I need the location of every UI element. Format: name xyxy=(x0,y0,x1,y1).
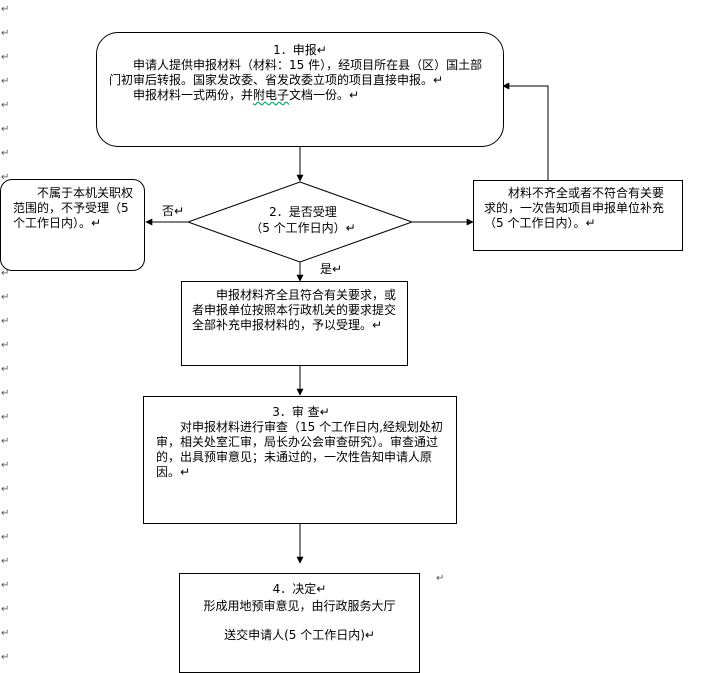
margin-mark: ↵ xyxy=(1,52,10,63)
yes-label: 是↵ xyxy=(320,262,343,276)
margin-mark: ↵ xyxy=(1,100,10,111)
step4-title: 4．决定↵ xyxy=(272,582,327,596)
margin-mark: ↵ xyxy=(1,148,10,159)
margin-mark: ↵ xyxy=(1,604,10,615)
step3-review-box: 3．审 查↵ 对申报材料进行审查（15 个工作日内,经规划处初审，相关处室汇审，… xyxy=(143,396,457,524)
stray-paragraph-mark: ↵ xyxy=(436,573,445,584)
accept-box: 申报材料齐全且符合有关要求，或者申报单位按照本行政机关的要求提交全部补充申报材料… xyxy=(181,281,408,366)
margin-mark: ↵ xyxy=(1,4,10,15)
step3-text: 对申报材料进行审查（15 个工作日内,经规划处初审，相关处室汇审，局长办公会审查… xyxy=(156,420,443,479)
no-label: 否↵ xyxy=(162,204,185,218)
step1-materials: 申报材料一式两份，并附电子文档一份。↵ xyxy=(133,88,360,102)
margin-mark: ↵ xyxy=(1,28,10,39)
margin-mark: ↵ xyxy=(1,556,10,567)
step1-description: 申请人提供申报材料（材料：15 件），经项目所在县（区）国土部门初审后转报。国家… xyxy=(109,58,483,87)
margin-mark: ↵ xyxy=(1,292,10,303)
step1-title: 1．申报↵ xyxy=(273,43,327,57)
margin-mark: ↵ xyxy=(1,124,10,135)
margin-mark: ↵ xyxy=(1,652,10,663)
step4-line1: 形成用地预审意见，由行政服务大厅 xyxy=(203,599,396,613)
step4-line2: 送交申请人(5 个工作日内)↵ xyxy=(224,628,375,642)
reject-box: 不属于本机关职权范围的，不予受理（5 个工作日内）。↵ xyxy=(0,179,145,271)
margin-mark: ↵ xyxy=(1,460,10,471)
margin-mark: ↵ xyxy=(1,268,10,279)
margin-mark: ↵ xyxy=(1,316,10,327)
margin-mark: ↵ xyxy=(1,388,10,399)
arrow-incomplete-back-to-step1 xyxy=(502,82,549,180)
step2-title: 2．是否受理 xyxy=(269,205,337,219)
margin-mark: ↵ xyxy=(1,580,10,591)
margin-mark: ↵ xyxy=(1,436,10,447)
margin-mark: ↵ xyxy=(1,484,10,495)
step1-apply-box: 1．申报↵ 申请人提供申报材料（材料：15 件），经项目所在县（区）国土部门初审… xyxy=(96,32,504,147)
margin-mark: ↵ xyxy=(1,628,10,639)
step4-decision-box: 4．决定↵ 形成用地预审意见，由行政服务大厅 送交申请人(5 个工作日内)↵ xyxy=(179,573,420,673)
incomplete-box: 材料不齐全或者不符合有关要求的，一次告知项目申报单位补充（5 个工作日内）。↵ xyxy=(473,180,683,251)
margin-mark: ↵ xyxy=(1,340,10,351)
reject-text: 不属于本机关职权范围的，不予受理（5 个工作日内）。↵ xyxy=(13,186,134,230)
accept-text: 申报材料齐全且符合有关要求，或者申报单位按照本行政机关的要求提交全部补充申报材料… xyxy=(192,288,397,332)
incomplete-text: 材料不齐全或者不符合有关要求的，一次告知项目申报单位补充（5 个工作日内）。↵ xyxy=(484,186,665,230)
margin-mark: ↵ xyxy=(1,412,10,423)
step2-time: （5 个工作日内）↵ xyxy=(250,221,356,235)
margin-mark: ↵ xyxy=(1,364,10,375)
margin-mark: ↵ xyxy=(1,76,10,87)
step3-title: 3．审 查↵ xyxy=(272,405,330,419)
step2-decision-text: 2．是否受理 （5 个工作日内）↵ xyxy=(228,204,378,236)
margin-mark: ↵ xyxy=(1,172,10,183)
margin-mark: ↵ xyxy=(1,532,10,543)
margin-mark: ↵ xyxy=(1,508,10,519)
